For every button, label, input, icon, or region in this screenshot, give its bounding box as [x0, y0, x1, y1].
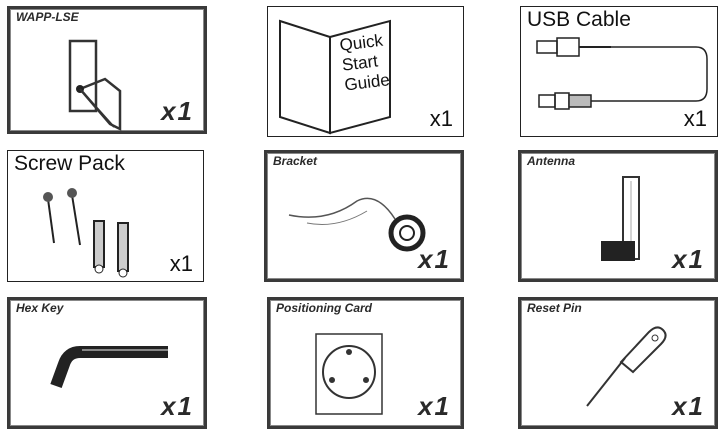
item-card-hex-key: Hex Key x1 — [7, 297, 207, 429]
item-card-bracket: Bracket x1 — [264, 150, 464, 282]
item-quantity: x1 — [672, 244, 705, 274]
item-name: Hex Key — [16, 301, 64, 315]
reset-pin-icon — [586, 326, 667, 407]
screws-icon — [43, 188, 129, 278]
item-name: Positioning Card — [276, 301, 372, 315]
item-name: WAPP-LSE — [16, 10, 79, 24]
item-card-quick-start-guide: Quick Start Guide x1 — [267, 6, 464, 137]
item-card-reset-pin: Reset Pin x1 — [518, 297, 718, 429]
item-quantity: x1 — [161, 391, 194, 421]
item-quantity: x1 — [418, 391, 451, 421]
item-card-positioning-card: Positioning Card x1 — [267, 297, 464, 429]
item-name: Screw Pack — [14, 152, 125, 175]
item-name: Reset Pin — [527, 301, 582, 315]
item-quantity: x1 — [683, 106, 707, 131]
item-name: USB Cable — [527, 8, 631, 31]
item-quantity: x1 — [672, 391, 705, 421]
item-quantity: x1 — [161, 96, 194, 126]
antenna-icon — [601, 176, 640, 261]
hex-key-icon — [50, 346, 168, 389]
guide-title: Quick Start Guide — [338, 30, 391, 95]
item-card-antenna: Antenna x1 — [518, 150, 718, 282]
wall-mount-icon — [68, 39, 122, 132]
item-quantity: x1 — [418, 244, 451, 274]
item-name: Bracket — [273, 154, 318, 168]
item-quantity: x1 — [169, 251, 193, 276]
positioning-card-icon — [315, 333, 383, 415]
item-card-wapp-lse: WAPP-LSE x1 — [7, 6, 207, 134]
booklet-icon — [279, 19, 391, 135]
item-card-usb-cable: USB Cable x1 — [520, 6, 718, 137]
item-card-screw-pack: Screw Pack x1 — [7, 150, 204, 282]
bracket-icon — [288, 197, 426, 252]
item-name: Antenna — [527, 154, 575, 168]
usb-cable-icon — [536, 37, 708, 110]
item-quantity: x1 — [429, 106, 453, 131]
